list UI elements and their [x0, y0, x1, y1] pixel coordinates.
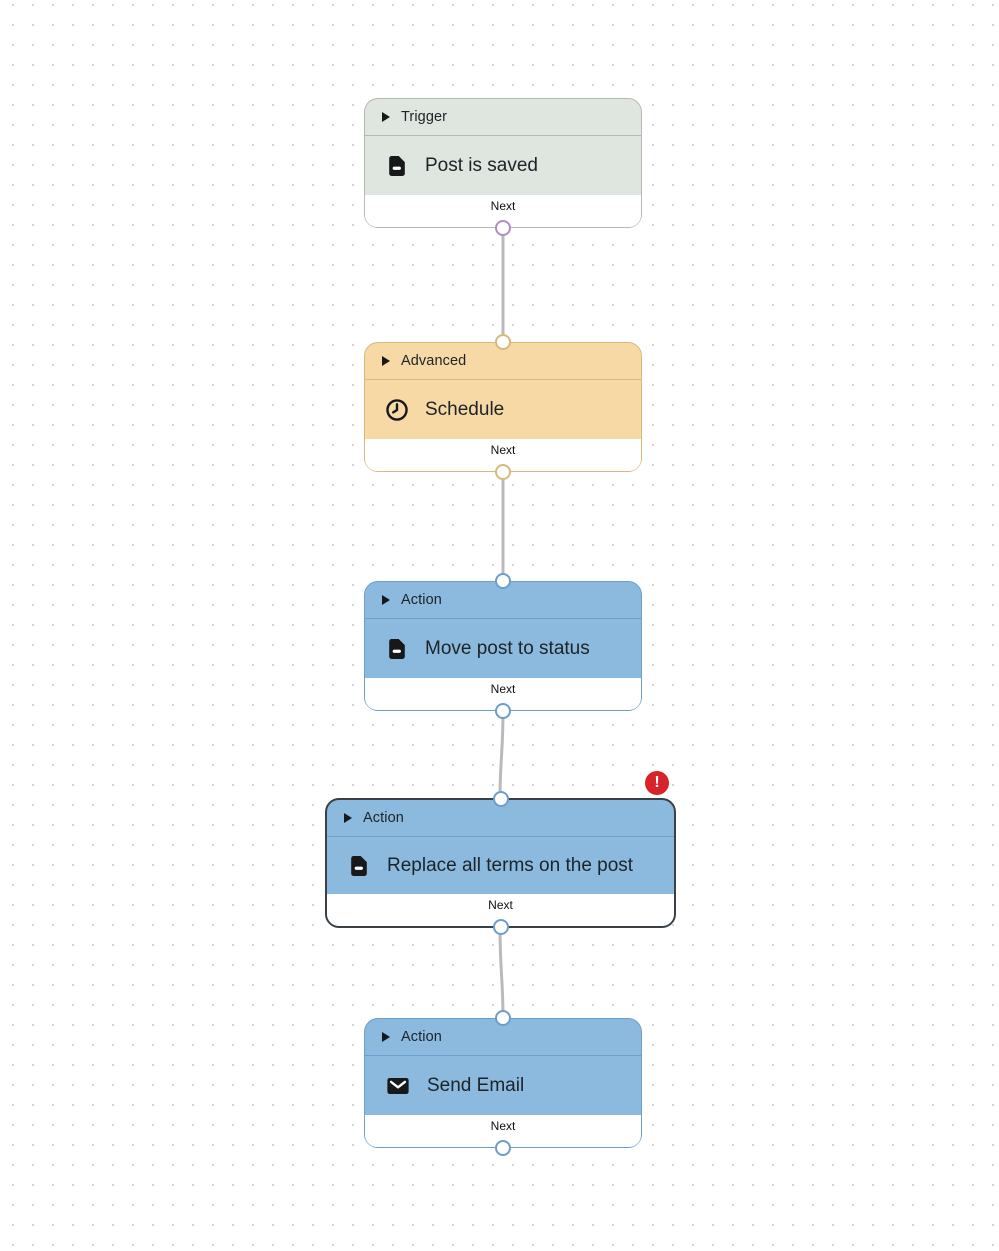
output-handle[interactable] — [495, 703, 511, 719]
node-title: Replace all terms on the post — [387, 854, 634, 876]
node-category-label: Action — [363, 810, 404, 826]
next-label: Next — [490, 682, 516, 696]
node-header: Trigger — [365, 99, 641, 136]
node-body: Replace all terms on the post — [327, 837, 674, 894]
envelope-icon — [384, 1073, 412, 1099]
clock-icon — [384, 397, 410, 423]
input-handle[interactable] — [492, 791, 509, 807]
node-category-label: Action — [401, 592, 442, 608]
node-category-label: Trigger — [401, 109, 448, 125]
collapse-triangle-icon[interactable] — [382, 595, 390, 605]
node-header: Action — [365, 582, 641, 619]
edge-replace-terms-to-send-email[interactable] — [498, 926, 505, 1020]
next-label: Next — [490, 199, 516, 213]
output-handle[interactable] — [492, 919, 509, 935]
node-header: Advanced — [365, 343, 641, 380]
input-handle[interactable] — [495, 573, 511, 589]
node-advanced-schedule[interactable]: Advanced Schedule Next — [364, 334, 642, 480]
document-icon — [384, 636, 410, 662]
node-header: Action — [327, 800, 674, 837]
input-handle[interactable] — [495, 1010, 511, 1026]
edge-move-post-to-replace-terms[interactable] — [498, 709, 505, 800]
node-title: Move post to status — [425, 637, 590, 659]
node-body: Schedule — [365, 380, 641, 439]
collapse-triangle-icon[interactable] — [382, 356, 390, 366]
next-label: Next — [490, 443, 516, 457]
node-category-label: Action — [401, 1029, 442, 1045]
input-handle[interactable] — [495, 334, 511, 350]
node-header: Action — [365, 1019, 641, 1056]
output-handle[interactable] — [495, 1140, 511, 1156]
document-icon — [384, 153, 410, 179]
node-title: Send Email — [427, 1074, 525, 1096]
node-category-label: Advanced — [401, 353, 467, 369]
output-handle[interactable] — [495, 464, 511, 480]
collapse-triangle-icon[interactable] — [382, 1032, 390, 1042]
node-action-move-post-to-status[interactable]: Action Move post to status Next — [364, 573, 642, 719]
node-title: Schedule — [425, 398, 505, 420]
node-body: Post is saved — [365, 136, 641, 195]
node-action-send-email[interactable]: Action Send Email Next — [364, 1010, 642, 1156]
node-body: Move post to status — [365, 619, 641, 678]
node-action-replace-all-terms[interactable]: ! Action Replace all terms on the post N… — [325, 771, 676, 935]
error-badge: ! — [645, 771, 669, 795]
document-icon — [346, 853, 372, 879]
output-handle[interactable] — [495, 220, 511, 236]
collapse-triangle-icon[interactable] — [382, 112, 390, 122]
next-label: Next — [490, 1119, 516, 1133]
next-label: Next — [488, 898, 513, 912]
node-body: Send Email — [365, 1056, 641, 1115]
node-title: Post is saved — [425, 154, 538, 176]
collapse-triangle-icon[interactable] — [344, 813, 352, 823]
node-trigger-post-is-saved[interactable]: Trigger Post is saved Next — [364, 98, 642, 236]
